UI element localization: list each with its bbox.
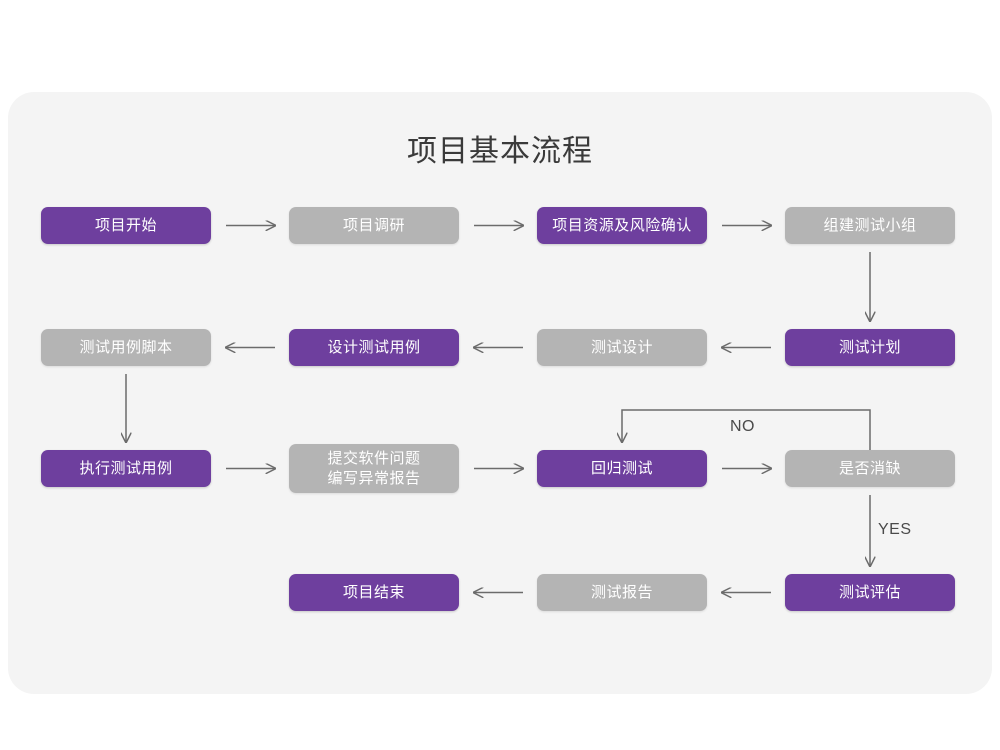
node-label: 项目开始 [94,216,157,234]
node-label: 测试用例脚本 [79,338,173,356]
node-label: 提交软件问题 编写异常报告 [327,449,421,487]
node-test-design[interactable]: 测试设计 [537,329,707,366]
node-label: 回归测试 [590,459,653,477]
node-label: 执行测试用例 [79,459,173,477]
node-design-test-cases[interactable]: 设计测试用例 [289,329,459,366]
edge-label-no: NO [730,418,755,435]
node-test-case-scripts[interactable]: 测试用例脚本 [41,329,211,366]
node-test-report[interactable]: 测试报告 [537,574,707,611]
node-label: 测试设计 [590,338,653,356]
node-project-start[interactable]: 项目开始 [41,207,211,244]
node-label: 是否消缺 [838,459,901,477]
page-title: 项目基本流程 [407,135,593,168]
node-label: 设计测试用例 [327,338,421,356]
node-test-evaluation[interactable]: 测试评估 [785,574,955,611]
node-label: 项目结束 [342,583,405,601]
node-resource-risk-confirm[interactable]: 项目资源及风险确认 [537,207,707,244]
node-test-plan[interactable]: 测试计划 [785,329,955,366]
node-label: 项目资源及风险确认 [552,216,692,234]
node-label: 测试评估 [838,583,901,601]
node-execute-test-cases[interactable]: 执行测试用例 [41,450,211,487]
node-regression-test[interactable]: 回归测试 [537,450,707,487]
node-label: 组建测试小组 [823,216,917,234]
node-label: 项目调研 [342,216,405,234]
node-label: 测试计划 [838,338,901,356]
node-label: 测试报告 [590,583,653,601]
edge-label-yes: YES [878,521,912,538]
node-project-research[interactable]: 项目调研 [289,207,459,244]
node-submit-defects-report[interactable]: 提交软件问题 编写异常报告 [289,444,459,493]
node-defects-cleared-decision[interactable]: 是否消缺 [785,450,955,487]
node-build-test-team[interactable]: 组建测试小组 [785,207,955,244]
node-project-end[interactable]: 项目结束 [289,574,459,611]
